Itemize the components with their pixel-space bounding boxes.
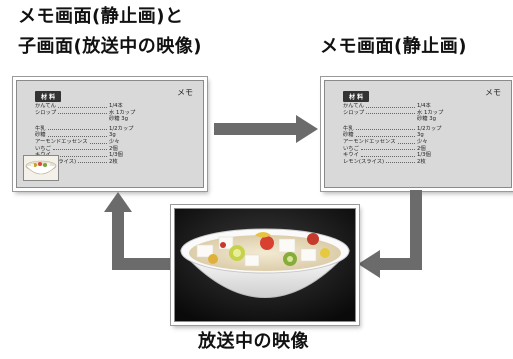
live-broadcast-image: [174, 208, 356, 322]
materials-header: 材 料: [35, 91, 62, 102]
leader-dots: [360, 146, 415, 151]
ingredient-name: 牛乳: [343, 125, 354, 132]
ingredient-row: かんてん 1/4本: [35, 103, 147, 110]
ingredient-name: いちご: [35, 145, 51, 152]
ingredient-name: 牛乳: [35, 125, 46, 132]
materials-header: 材 料: [343, 91, 370, 102]
bowl-image: [175, 209, 355, 321]
leader-dots: [37, 116, 107, 121]
ingredient-amount: 少々: [417, 138, 428, 145]
leader-dots: [57, 103, 107, 108]
memo-corner-label: メモ: [485, 88, 501, 97]
leader-dots: [397, 139, 415, 144]
leader-dots: [47, 132, 107, 137]
ingredient-row: アーモンドエッセンス 少々: [35, 139, 147, 146]
ingredient-amount: 2個: [417, 145, 426, 152]
title-memo-with-subscreen-line2: 子画面(放送中の映像): [18, 36, 202, 57]
ingredient-amount: 1/4本: [109, 103, 123, 109]
ingredient-row: いちご 2個: [343, 146, 455, 153]
ingredient-amount: 少々: [109, 138, 120, 145]
leader-dots: [52, 146, 107, 151]
leader-dots: [89, 139, 107, 144]
ingredient-name: 砂糖: [343, 132, 354, 139]
ingredient-row: キウイ 1/3個: [343, 152, 455, 159]
ingredient-amount: 2枚: [109, 158, 118, 165]
ingredient-amount: 1/3個: [109, 152, 123, 159]
title-memo-with-subscreen-line1: メモ画面(静止画)と: [18, 6, 184, 27]
ingredient-name: 砂糖: [35, 132, 46, 139]
leader-dots: [78, 159, 107, 164]
leader-dots: [47, 126, 107, 131]
leader-dots: [365, 103, 415, 108]
leader-dots: [366, 110, 415, 115]
ingredient-name: シロップ: [343, 109, 365, 116]
ingredient-row: シロップ 水 1カップ: [35, 110, 147, 117]
ingredient-amount: 1/2カップ: [417, 125, 442, 132]
subscreen-thumbnail: [23, 155, 59, 181]
ingredient-name: かんてん: [343, 103, 364, 109]
ingredient-row: かんてん 1/4本: [343, 103, 455, 110]
ingredient-amount: 1/2カップ: [109, 125, 134, 132]
ingredient-name: レモン(スライス): [343, 158, 385, 165]
ingredient-name: シロップ: [35, 109, 57, 116]
leader-dots: [360, 152, 415, 157]
leader-dots: [386, 159, 415, 164]
ingredient-row: 砂糖 3g: [35, 116, 147, 123]
ingredient-row: シロップ 水 1カップ: [343, 110, 455, 117]
ingredient-name: キウイ: [343, 152, 359, 159]
ingredient-amount: 水 1カップ: [417, 109, 444, 116]
ingredient-row: 牛乳 1/2カップ: [35, 126, 147, 133]
ingredient-name: いちご: [343, 145, 359, 152]
ingredient-amount: 1/4本: [417, 103, 431, 109]
ingredient-amount: 3g: [417, 132, 424, 139]
ingredient-name: アーモンドエッセンス: [35, 138, 88, 145]
leader-dots: [355, 126, 415, 131]
leader-dots: [355, 132, 415, 137]
ingredient-amount: 2枚: [417, 158, 426, 165]
ingredient-amount: 砂糖 3g: [417, 116, 437, 123]
ingredient-row: 牛乳 1/2カップ: [343, 126, 455, 133]
ingredient-name: かんてん: [35, 103, 56, 109]
ingredient-row: 砂糖 3g: [343, 116, 455, 123]
leader-dots: [58, 110, 107, 115]
ingredient-row: 砂糖 3g: [343, 132, 455, 139]
ingredient-row: アーモンドエッセンス 少々: [343, 139, 455, 146]
ingredient-row: レモン(スライス) 2枚: [343, 159, 455, 166]
leader-dots: [345, 116, 415, 121]
ingredient-name: アーモンドエッセンス: [343, 138, 396, 145]
ingredient-row: 砂糖 3g: [35, 132, 147, 139]
ingredient-amount: 3g: [109, 132, 116, 139]
ingredient-amount: 1/3個: [417, 152, 431, 159]
memo-corner-label: メモ: [177, 88, 193, 97]
ingredient-amount: 砂糖 3g: [109, 116, 129, 123]
title-live-broadcast: 放送中の映像: [198, 331, 309, 352]
ingredient-row: いちご 2個: [35, 146, 147, 153]
ingredient-amount: 2個: [109, 145, 118, 152]
leader-dots: [52, 152, 107, 157]
title-memo-still: メモ画面(静止画): [320, 36, 467, 57]
ingredient-amount: 水 1カップ: [109, 109, 136, 116]
